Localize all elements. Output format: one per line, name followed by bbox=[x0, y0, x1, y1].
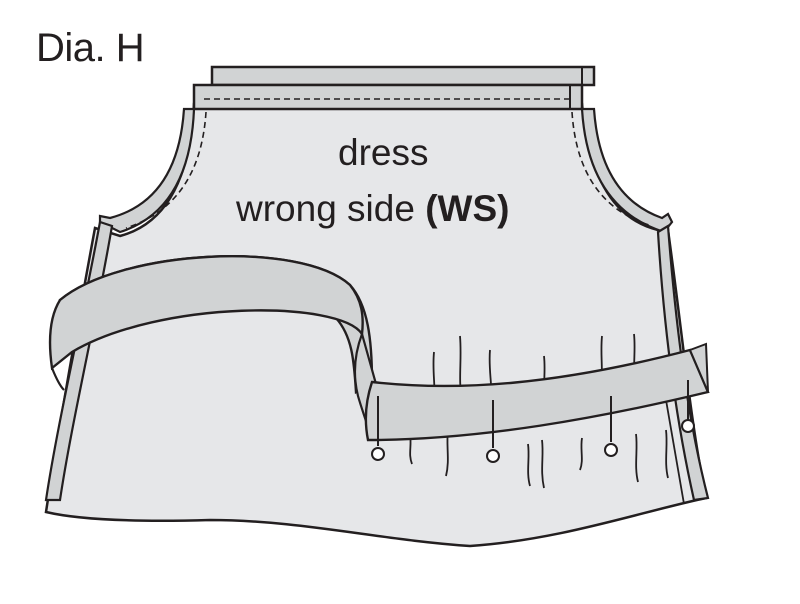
pin bbox=[371, 396, 385, 461]
figure-label: Dia. H bbox=[36, 26, 145, 70]
pin bbox=[681, 380, 695, 433]
back-neck-band bbox=[210, 65, 596, 87]
ws-abbreviation: (WS) bbox=[425, 188, 510, 229]
right-side-seam bbox=[656, 224, 710, 502]
wrong-side-label: wrong side (WS) bbox=[236, 188, 509, 230]
wrong-side-text: wrong side bbox=[236, 188, 426, 229]
pin bbox=[486, 400, 500, 463]
right-armhole-binding bbox=[580, 107, 674, 234]
pins bbox=[371, 380, 695, 463]
left-armhole-binding bbox=[98, 107, 196, 234]
neck-band bbox=[192, 83, 584, 111]
dress-label: dress bbox=[338, 132, 429, 173]
waistband-pinned bbox=[364, 348, 710, 442]
pin bbox=[604, 396, 618, 457]
